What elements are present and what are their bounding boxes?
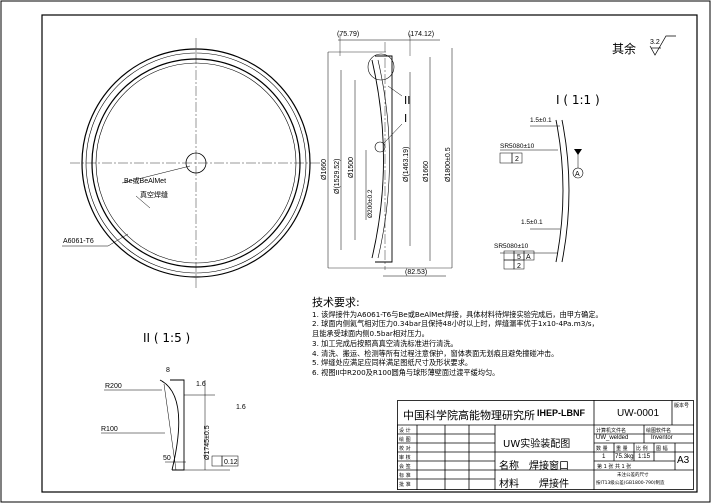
role-check: 校 对 [399,446,411,452]
balloon-a-label: A [575,171,580,178]
note-line: 6. 视图II中R200及R100圆角与球形薄壁面过渡平缓均匀。 [312,367,500,377]
software-header: 绘图软件名 [646,428,672,434]
label-be: Be或BeAlMet [124,176,166,185]
dim-7579: (75.79) [337,31,359,38]
dim-17412: (174.12) [408,31,434,38]
detail-i-sr-a: SR5080±10 [500,143,535,150]
role-draw: 绘 图 [399,437,411,443]
flatness-value: 0.12 [224,459,238,466]
mark-i: I [404,112,407,125]
file-name: UW_welded [596,435,629,441]
role-std: 标 准 [399,473,411,479]
detail-i-tol-2: 2 [515,156,519,163]
scale-value: 1:15 [638,453,651,460]
name-label: 名称 [499,461,519,472]
role-approve: 批 准 [399,482,411,488]
dim-16a: 1.6 [196,381,206,388]
note-line: 且能承受球面内侧0.5bar相对压力。 [312,329,429,339]
detail-ii-title: II ( 1:5 ) [143,331,190,345]
weight-header: 重 量 [616,446,628,452]
detail-i-tol-2b: 2 [517,263,521,270]
std-note: 按IT13级公差(GB1800-790)制造 [596,481,665,486]
dim-16b: 1.6 [236,404,246,411]
dia-152952: Ø(1529.52) [334,159,341,194]
dim-8253: (82.53) [405,269,427,276]
file-header: 计算机文件名 [596,428,627,434]
scale-header: 比 例 [636,446,648,452]
drawing-name: UW实验装配图 [503,439,571,450]
software-name: Inventor [651,435,673,441]
detail-i-sr-b: SR5080±10 [494,243,529,250]
front-view [62,38,322,290]
role-sign: 会 签 [399,464,411,470]
inner-frame [41,14,698,493]
remainder-label: 其余 [612,41,636,56]
dia-1660a: Ø1660 [321,159,328,180]
roughness-symbol [649,35,676,56]
dia-146319: Ø(1463.19) [403,147,410,182]
material-label: 材料 [499,479,519,490]
note-line: 5. 焊缝处应满足应同样满足图纸尺寸及形状要求。 [312,358,473,368]
roughness-value: 3.2 [650,39,660,46]
section-view [327,34,453,277]
dia-1660b: Ø1660 [423,161,430,182]
title-block: 中国科学院高能物理研究所 IHEP-LBNF UW-0001 版本号 设 计 绘… [397,400,694,490]
dim-8: 8 [166,367,170,374]
note-line: 3. 加工完成后按照高真空清洗标准进行清洗。 [312,338,458,348]
qty-header: 数 量 [596,446,608,452]
balloon-a [572,167,584,179]
dia-1500: Ø1500 [348,157,355,178]
weight-value: 75.3kg [615,453,634,460]
institute-name: 中国科学院高能物理研究所 [403,409,535,422]
role-design: 设 计 [399,428,411,434]
version-label: 版本号 [674,403,690,409]
label-weld: 真空焊缝 [140,190,168,199]
sheet-size: A3 [677,455,690,466]
label-al: A6061-T6 [63,238,94,245]
detail-i-datum: A [526,254,531,261]
detail-i-title: I ( 1:1 ) [556,93,600,107]
dia-1745: Ø1745±0.5 [204,425,211,460]
unit-note: 未注公差的尺寸 [617,473,649,478]
mark-ii: II [404,94,411,107]
technical-notes: 技术要求: 1. 该焊接件为A6061-T6与Be或BeAlMet焊接，具体材料… [312,296,652,378]
detail-i-dim-a: 1.5±0.1 [530,117,552,124]
detail-ii-callout [367,53,395,81]
drawing-number: UW-0001 [617,408,660,419]
notes-title: 技术要求: [312,296,360,309]
detail-i-callout [374,141,386,153]
no-header: 图 幅 [656,446,668,452]
role-review: 审 核 [399,455,411,461]
qty-value: 1 [602,453,606,460]
r100: R100 [101,426,118,433]
material-value: 焊接件 [539,479,569,490]
detail-i-tol-5: 5 [517,254,521,261]
dia-200: Ø200±0.2 [367,189,374,218]
note-line: 1. 该焊接件为A6061-T6与Be或BeAlMet焊接，具体材料待焊接实验完… [312,309,603,319]
sheet-info: 第 1 张 共 1 张 [597,464,632,470]
org-code: IHEP-LBNF [537,408,585,418]
note-line: 4. 清洗、搬运、检测等所有过程注意保护，窗体表面无划痕且避免撞碰冲击。 [312,348,559,358]
note-line: 2. 球面内侧氦气相对压力0.34bar且保持48小时以上时，焊缝漏率优于1x1… [312,319,599,329]
detail-i-dim-b: 1.5±0.1 [521,219,543,226]
name-value: 焊接窗口 [529,461,569,472]
dia-1800: Ø1800±0.5 [445,147,452,182]
dim-50: 50 [163,455,171,462]
detail-i-drawing [499,119,584,270]
detail-ii-drawing [101,379,239,471]
r200: R200 [105,383,122,390]
